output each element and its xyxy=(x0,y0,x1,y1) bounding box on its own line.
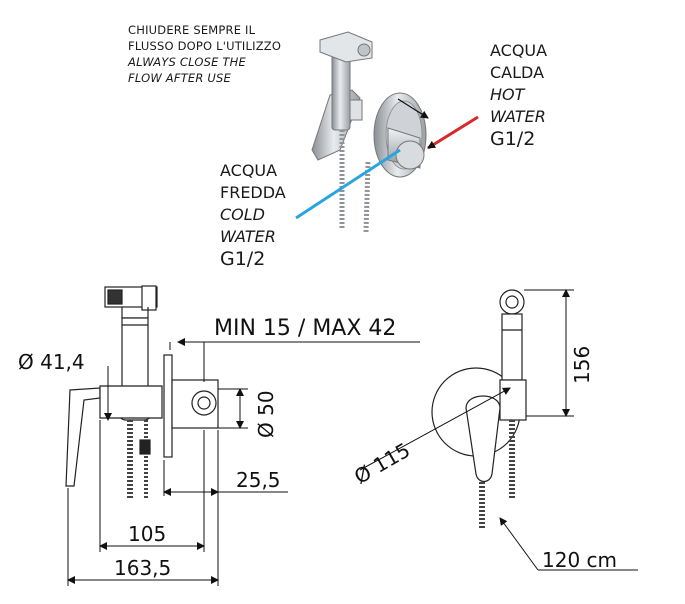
hot-line-1: ACQUA xyxy=(490,41,548,60)
product-render xyxy=(311,31,429,233)
note-line-4: FLOW AFTER USE xyxy=(128,71,231,85)
dim-length-105: 105 xyxy=(128,522,167,546)
front-view xyxy=(431,289,527,530)
hot-thread: G1/2 xyxy=(490,128,536,150)
hot-line-2: CALDA xyxy=(490,63,545,82)
hot-water-label: ACQUA CALDA HOT WATER G1/2 xyxy=(490,40,547,150)
cold-line-1: ACQUA xyxy=(220,161,278,180)
dim-diameter-41: Ø 41,4 xyxy=(18,350,85,374)
dim-diameter-50: Ø 50 xyxy=(254,390,278,438)
hot-line-3: HOT xyxy=(490,85,525,104)
dim-hose-length: 120 cm xyxy=(542,548,618,572)
dim-height-156: 156 xyxy=(570,345,594,384)
cold-thread: G1/2 xyxy=(220,248,266,270)
note-line-3: ALWAYS CLOSE THE xyxy=(128,55,246,69)
note-line-1: CHIUDERE SEMPRE IL xyxy=(128,23,256,37)
cold-water-label: ACQUA FREDDA COLD WATER G1/2 xyxy=(220,160,286,270)
front-view-dimensions xyxy=(359,289,638,571)
dim-depth-25: 25,5 xyxy=(236,468,281,492)
cold-water-arrow xyxy=(295,148,401,220)
side-view xyxy=(65,285,219,500)
side-view-dimensions xyxy=(67,338,420,586)
dim-length-total: 163,5 xyxy=(114,556,172,580)
hot-line-4: WATER xyxy=(490,107,546,126)
cold-line-4: WATER xyxy=(220,227,276,246)
cold-line-2: FREDDA xyxy=(220,183,286,202)
dim-wall-range: MIN 15 / MAX 42 xyxy=(214,316,397,341)
hot-water-arrow xyxy=(427,115,479,150)
cold-line-3: COLD xyxy=(220,205,265,224)
usage-note: CHIUDERE SEMPRE IL FLUSSO DOPO L'UTILIZZ… xyxy=(128,22,281,86)
note-line-2: FLUSSO DOPO L'UTILIZZO xyxy=(128,39,282,53)
